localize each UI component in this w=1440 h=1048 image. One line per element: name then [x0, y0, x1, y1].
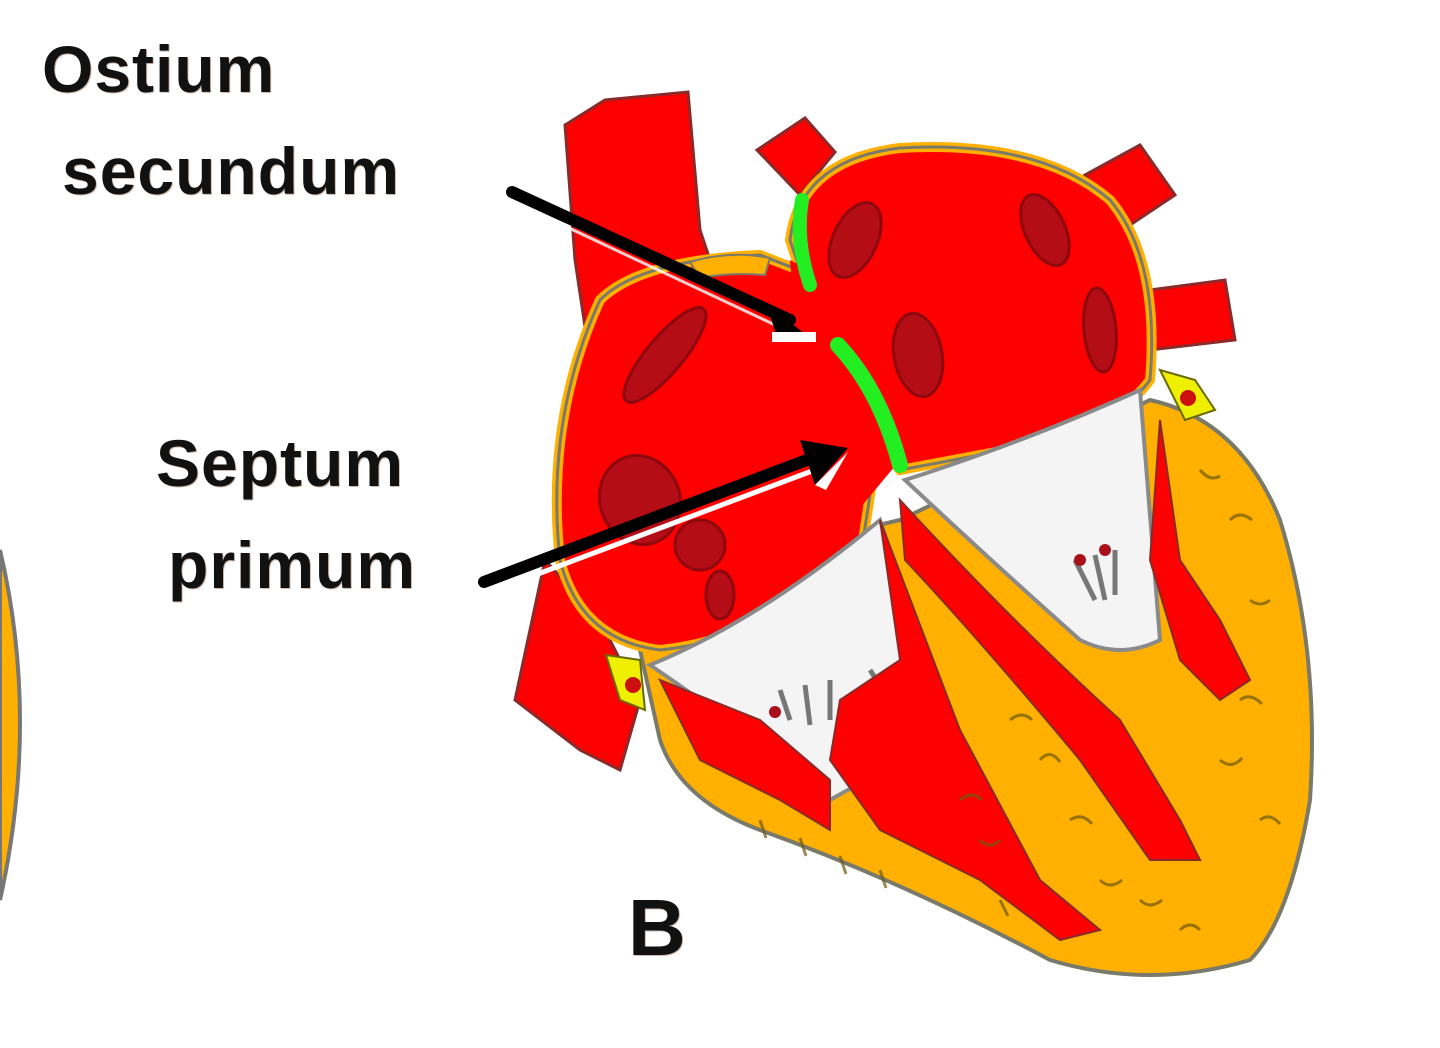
- septum-secundum-upper: [792, 193, 817, 292]
- septum-primum-label-line1: Septum: [156, 426, 405, 500]
- septum-segments: [792, 193, 908, 473]
- conduction-nodes: [604, 368, 1217, 712]
- myocardium-texture: [758, 469, 1282, 932]
- great-vessels: [513, 90, 1237, 773]
- atrial-wall-details: [597, 193, 1118, 621]
- septum-primum-green: [830, 337, 908, 473]
- adjacent-panel-heart-edge: [0, 549, 22, 901]
- septum-primum-label-line2: primum: [168, 528, 417, 602]
- ostium-secundum-label-line2: secundum: [62, 134, 401, 208]
- ventricle-trabeculae: [657, 419, 1252, 942]
- ostium-secundum-label-line1: Ostium: [42, 32, 276, 106]
- ostium-secundum-arrow: [506, 186, 816, 342]
- septum-primum-arrow: [478, 440, 848, 595]
- panel-letter: B: [628, 883, 686, 972]
- mitral-valve: [901, 387, 1163, 652]
